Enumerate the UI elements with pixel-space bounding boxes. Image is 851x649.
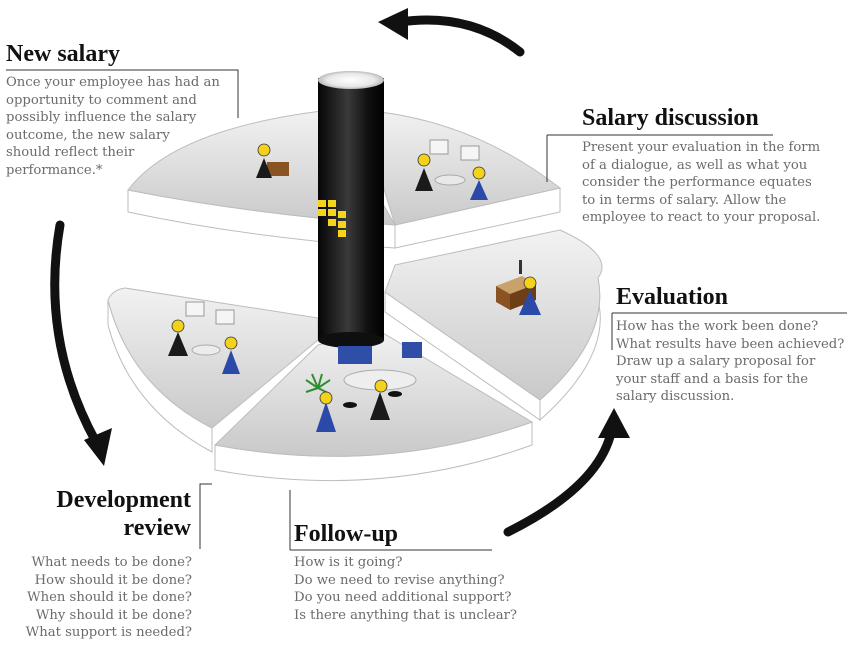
salary-discussion-text: Present your evaluation in the form of a… [582,139,820,227]
follow-up-line: Is there anything that is unclear? [294,607,517,623]
evaluation-scene [496,260,541,315]
arrow-left-icon [50,220,101,447]
new-salary-line: possibly influence the salary [6,110,197,126]
development-review-line: Why should it be done? [35,607,192,623]
evaluation-line: What results have been achieved? [616,336,845,352]
development-review-scene [168,301,240,374]
follow-up-line: How is it going? [294,555,403,570]
plant-icon [305,373,331,395]
new-salary-line: performance.* [6,162,103,178]
development-review-heading-line: review [123,515,191,541]
evaluation-line: Draw up a salary proposal for [616,354,816,370]
new-salary-text: Once your employee has had an opportunit… [6,74,220,180]
development-review-heading: Development review [56,486,191,542]
evaluation-text: How has the work been done? What results… [616,318,844,406]
new-salary-line: outcome, the new salary [6,127,170,143]
pillar-lit-windows [318,200,346,237]
new-salary-line: opportunity to comment and [6,92,197,108]
segment-follow-up [213,329,534,482]
development-review-text: What needs to be done? How should it be … [26,554,192,642]
follow-up-line: Do we need to revise anything? [294,572,505,588]
segment-evaluation [384,229,603,422]
segment-development-review [107,287,319,453]
evaluation-line: How has the work been done? [616,319,819,334]
new-salary-line: should reflect their [6,145,135,161]
salary-discussion-heading: Salary discussion [582,105,759,131]
follow-up-heading: Follow-up [294,521,399,547]
new-salary-line: Once your employee has had an [6,75,220,90]
new-salary-heading: New salary [6,41,120,67]
follow-up-scene [305,342,422,432]
development-review-line: How should it be done? [34,572,192,588]
development-review-line: What support is needed? [25,625,192,641]
salary-discussion-scene [415,139,488,200]
label-leader-lines [6,69,847,551]
evaluation-line: salary discussion. [616,389,735,405]
development-review-line: What needs to be done? [31,555,192,570]
arrow-top-icon [395,15,525,57]
salary-discussion-line: consider the performance equates [582,175,812,191]
follow-up-text: How is it going? Do we need to revise an… [294,554,517,624]
arrow-left-head-icon [84,428,112,466]
arrow-top-head-icon [378,8,408,40]
segment-salary-discussion [359,109,562,249]
arrow-right-head-icon [598,408,630,438]
follow-up-line: Do you need additional support? [294,590,512,606]
salary-discussion-line: Present your evaluation in the form [582,140,821,155]
salary-discussion-line: employee to react to your proposal. [582,210,821,226]
new-salary-scene [256,143,289,178]
arrow-right-icon [503,423,617,537]
evaluation-heading: Evaluation [616,284,729,310]
cycle-arrows [50,8,630,537]
salary-discussion-line: of a dialogue, as well as what you [582,157,808,173]
evaluation-line: your staff and a basis for the [616,371,809,387]
central-pillar [318,71,384,348]
development-review-heading-line: Development [56,487,191,513]
salary-discussion-line: to in terms of salary. Allow the [582,192,787,208]
development-review-line: When should it be done? [27,590,192,606]
